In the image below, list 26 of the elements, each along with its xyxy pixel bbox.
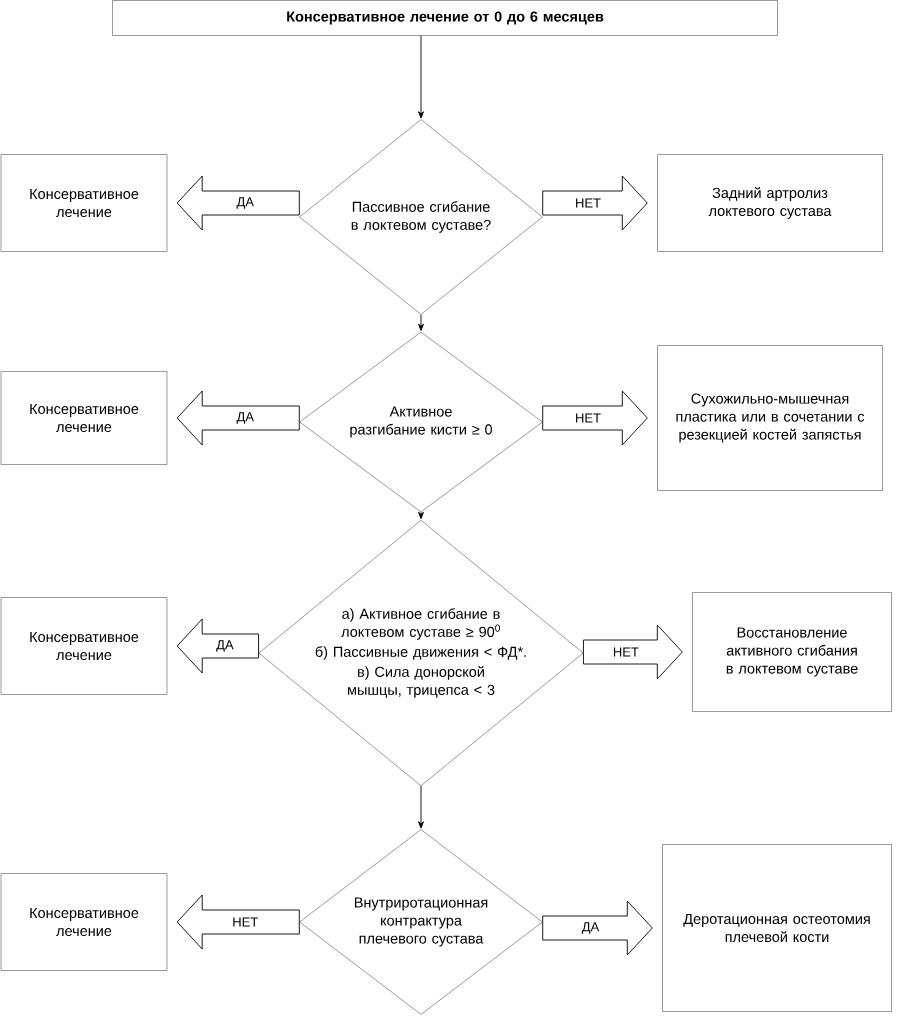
arrow — [418, 35, 424, 119]
process-box: Восстановление активного сгибания в локтевом суставе — [692, 592, 892, 712]
arrow — [418, 785, 424, 829]
process-box: Консервативное лечение — [0, 371, 168, 465]
arrow — [418, 314, 424, 331]
arrow — [418, 511, 424, 520]
process-box: Задний артролиз локтевого сустава — [657, 154, 883, 252]
block-arrow — [176, 894, 300, 950]
edge-label: НЕТ — [231, 916, 260, 928]
edge-label: ДА — [215, 639, 235, 653]
process-box: Консервативное лечение — [0, 597, 168, 695]
block-arrow — [542, 175, 648, 231]
process-box: Сухожильно-мышечная пластика или в сочетании с резекцией костей запястья — [657, 345, 883, 491]
process-box: Консервативное лечение — [0, 873, 168, 971]
process-box: Консервативное лечение — [0, 154, 168, 252]
block-arrow — [542, 390, 648, 446]
block-arrow — [176, 618, 259, 674]
edge-label: НЕТ — [574, 412, 602, 424]
process-box: Деротационная остеотомия плечевой кости — [662, 844, 892, 1012]
block-arrow — [582, 624, 683, 680]
block-arrow — [176, 175, 300, 231]
edge-label: НЕТ — [574, 197, 602, 209]
edge-label: НЕТ — [611, 646, 640, 658]
block-arrow — [176, 390, 300, 446]
block-arrow — [542, 900, 653, 956]
title-box: Консервативное лечение от 0 до 6 месяцев — [112, 0, 778, 36]
